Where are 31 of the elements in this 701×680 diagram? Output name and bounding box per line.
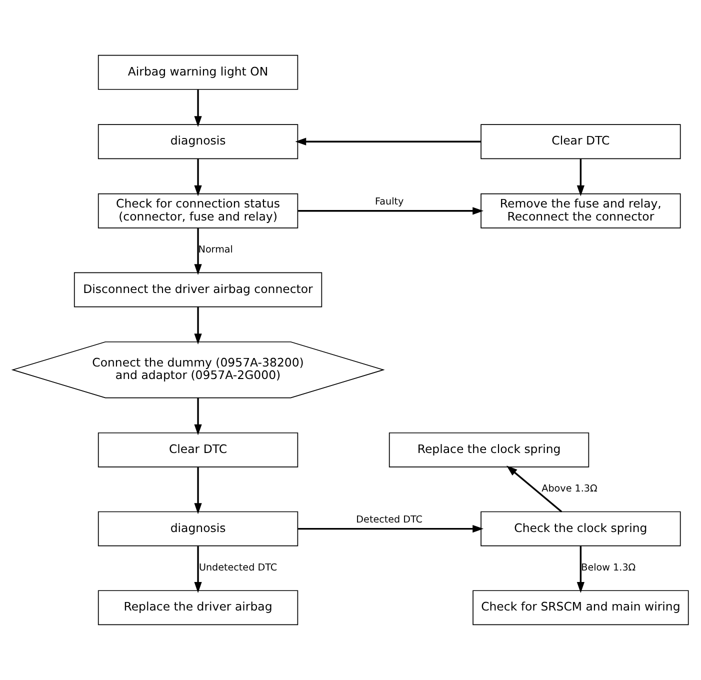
arrow: [194, 546, 202, 593]
edge-label: Faulty: [375, 196, 404, 208]
arrow: [194, 398, 202, 436]
arrow: [298, 207, 484, 215]
arrow: [194, 228, 202, 276]
node-box: Clear DTC: [98, 432, 298, 468]
node-box: Remove the fuse and relay, Reconnect the connector: [480, 193, 681, 228]
node-box: Disconnect the driver airbag connector: [74, 272, 322, 308]
arrow: [194, 467, 202, 514]
arrow: [194, 158, 202, 196]
arrow: [194, 90, 202, 127]
arrow: [576, 158, 584, 196]
arrow: [576, 546, 584, 593]
edge-label: Detected DTC: [356, 514, 423, 526]
arrow: [298, 525, 484, 533]
node-box: Check for SRSCM and main wiring: [472, 590, 689, 626]
arrow: [295, 138, 481, 146]
edge-label: Normal: [198, 244, 233, 256]
edge-label: Below 1.3Ω: [581, 562, 636, 574]
node-box: Airbag warning light ON: [98, 54, 298, 90]
node-box: diagnosis: [98, 511, 298, 546]
arrow: [194, 307, 202, 344]
node-box: Check for connection status (connector, fuse and relay): [98, 193, 298, 228]
node-box: Check the clock spring: [480, 511, 681, 546]
node-box: Replace the clock spring: [388, 432, 590, 468]
edge-label: Undetected DTC: [198, 562, 278, 574]
arrow: [506, 466, 562, 512]
edge-label: Above 1.3Ω: [542, 484, 598, 495]
node-box: Replace the driver airbag: [98, 590, 298, 626]
node-box: diagnosis: [98, 124, 298, 160]
node-box: Clear DTC: [480, 124, 681, 160]
